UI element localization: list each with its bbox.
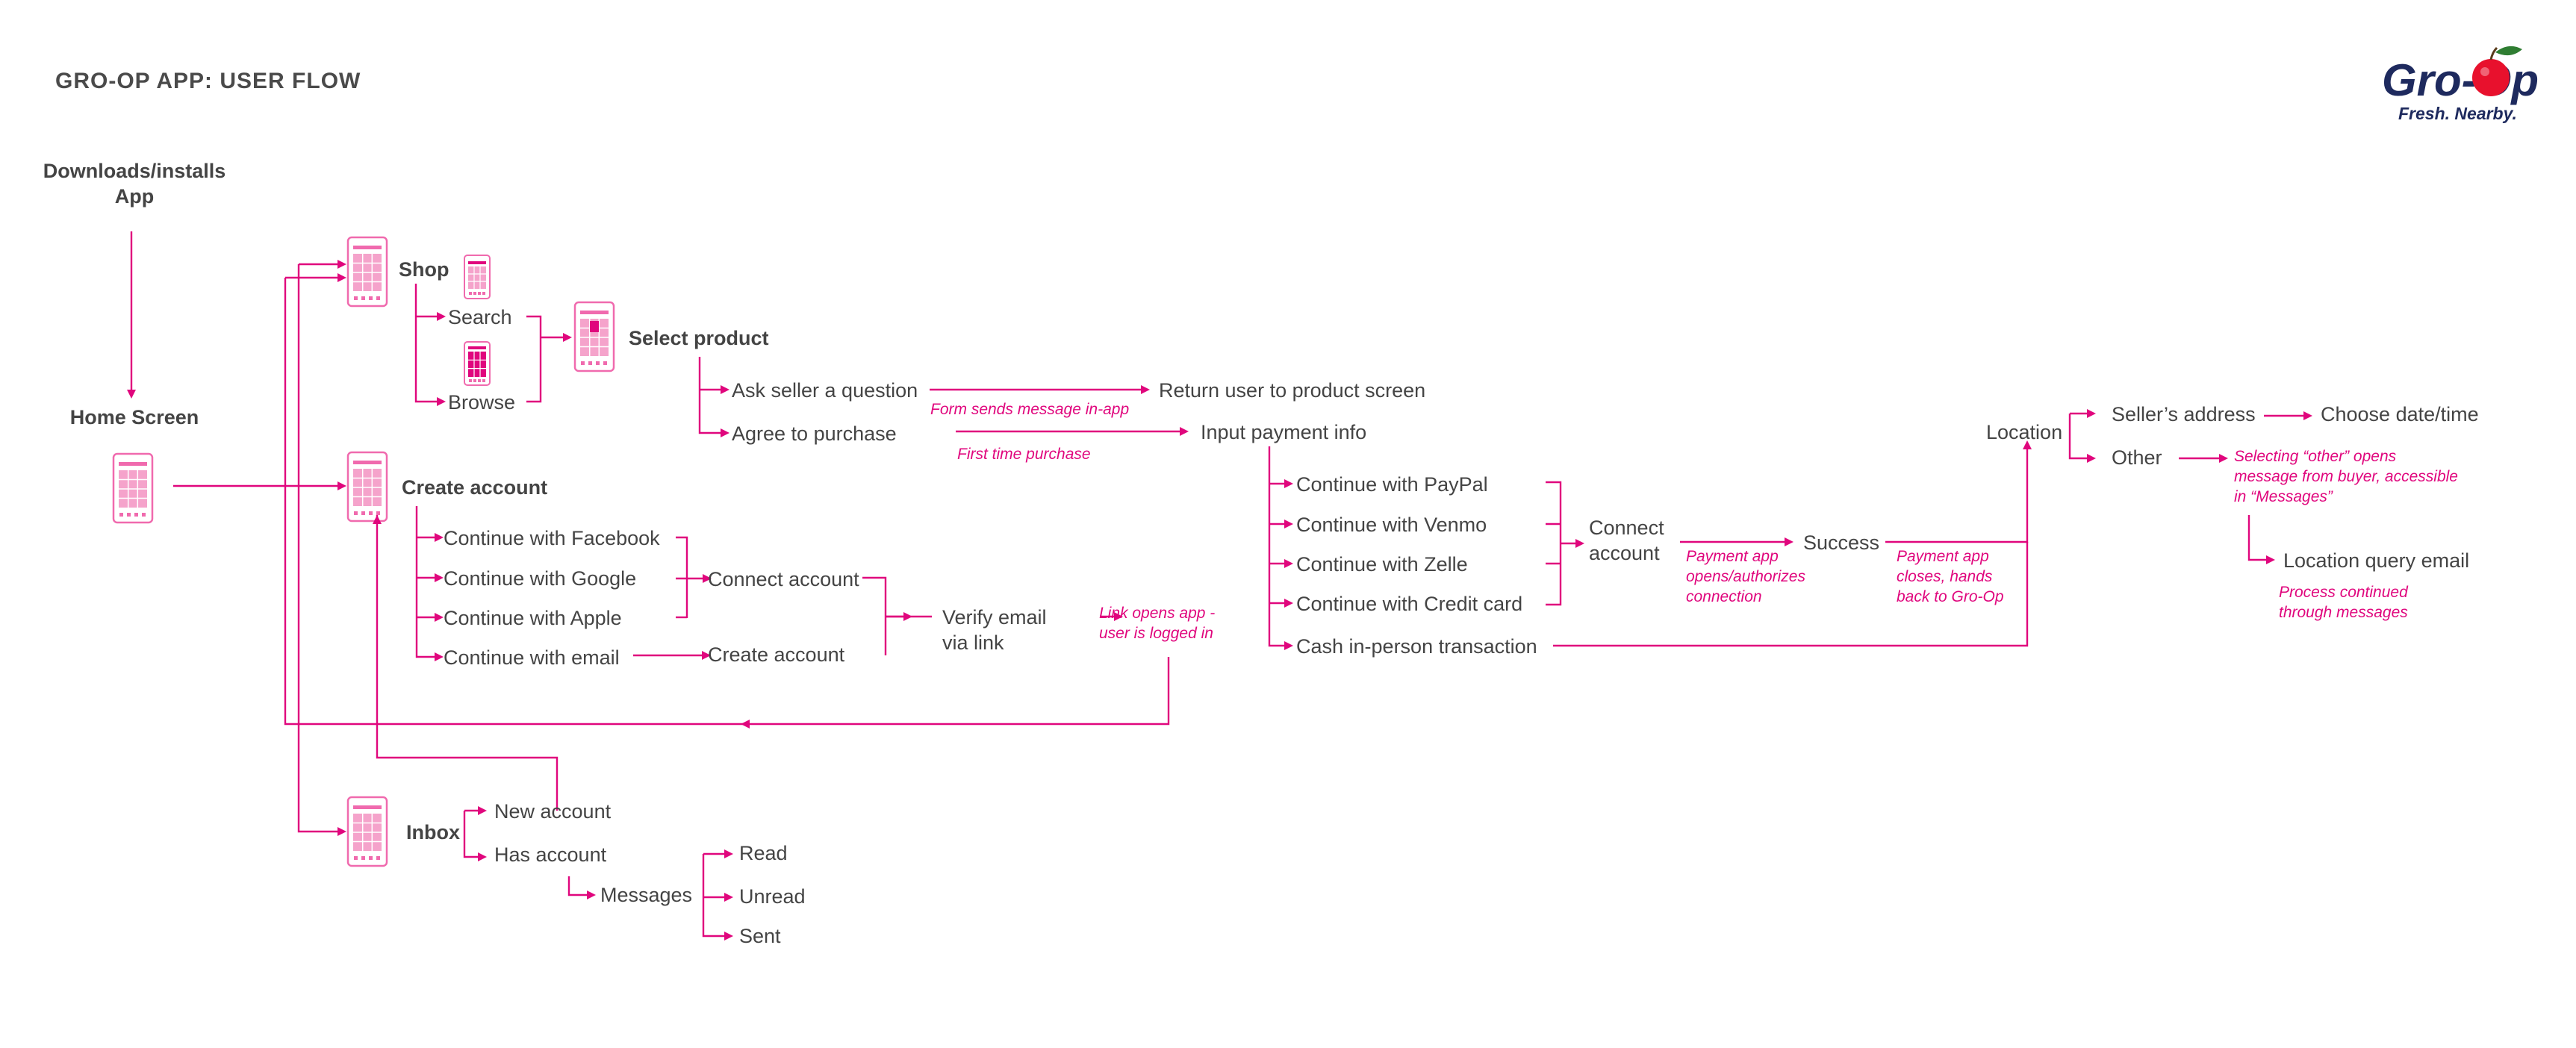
create-account-label: Create account bbox=[708, 643, 845, 666]
apple-icon bbox=[2472, 46, 2522, 96]
page-title: GRO-OP APP: USER FLOW bbox=[55, 69, 361, 93]
home-screen-phone-icon bbox=[112, 452, 154, 524]
verify-email-label: Verify email bbox=[942, 606, 1047, 629]
form-sends-note: Form sends message in-app bbox=[930, 401, 1129, 418]
credit-card-label: Continue with Credit card bbox=[1296, 593, 1522, 615]
first-time-note: First time purchase bbox=[957, 446, 1091, 463]
process-continued-note: Process continued bbox=[2279, 584, 2409, 601]
inbox-phone-icon bbox=[346, 796, 388, 867]
location-query-label: Location query email bbox=[2283, 549, 2469, 572]
google-label: Continue with Google bbox=[444, 567, 636, 590]
browse-label: Browse bbox=[448, 391, 515, 414]
return-user-label: Return user to product screen bbox=[1159, 379, 1425, 402]
sent-label: Sent bbox=[739, 925, 781, 947]
ask-seller-label: Ask seller a question bbox=[732, 379, 918, 402]
apple-label: Continue with Apple bbox=[444, 607, 622, 629]
create-account-phone-icon bbox=[346, 451, 388, 523]
connect-account-payment-label: Connect bbox=[1589, 517, 1664, 539]
selecting-other-note-3: in “Messages” bbox=[2234, 488, 2333, 505]
select-product-phone-icon bbox=[573, 301, 615, 372]
payment-closes-note-3: back to Gro-Op bbox=[1897, 588, 2004, 605]
zelle-label: Continue with Zelle bbox=[1296, 553, 1468, 576]
select-product-label: Select product bbox=[629, 327, 769, 349]
process-continued-note-2: through messages bbox=[2279, 604, 2408, 621]
paypal-label: Continue with PayPal bbox=[1296, 473, 1488, 496]
verify-email-label-2: via link bbox=[942, 631, 1004, 654]
unread-label: Unread bbox=[739, 885, 806, 908]
search-label: Search bbox=[448, 306, 512, 328]
location-label: Location bbox=[1986, 421, 2062, 443]
read-label: Read bbox=[739, 842, 788, 864]
search-phone-icon bbox=[464, 255, 491, 299]
browse-phone-icon bbox=[464, 341, 491, 386]
brand-tagline: Fresh. Nearby. bbox=[2398, 104, 2517, 123]
downloads-installs-label-2: App bbox=[115, 185, 154, 208]
payment-opens-note-3: connection bbox=[1686, 588, 1762, 605]
success-label: Success bbox=[1803, 531, 1879, 554]
choose-date-label: Choose date/time bbox=[2321, 403, 2479, 425]
venmo-label: Continue with Venmo bbox=[1296, 514, 1487, 536]
messages-label: Messages bbox=[600, 884, 692, 906]
new-account-label: New account bbox=[494, 800, 612, 823]
shop-phone-icon bbox=[346, 236, 388, 308]
facebook-label: Continue with Facebook bbox=[444, 527, 660, 549]
payment-closes-note: Payment app bbox=[1897, 548, 1989, 565]
connect-account-label: Connect account bbox=[708, 568, 859, 590]
link-opens-note-2: user is logged in bbox=[1099, 625, 1213, 642]
other-label: Other bbox=[2112, 446, 2162, 469]
flow-connectors bbox=[130, 231, 2303, 938]
downloads-installs-label: Downloads/installs bbox=[43, 160, 226, 182]
has-account-label: Has account bbox=[494, 843, 607, 866]
payment-opens-note-2: opens/authorizes bbox=[1686, 568, 1805, 585]
connect-account-payment-label-2: account bbox=[1589, 542, 1660, 564]
create-account-header-label: Create account bbox=[402, 476, 547, 499]
selecting-other-note-2: message from buyer, accessible bbox=[2234, 468, 2458, 485]
email-label: Continue with email bbox=[444, 646, 620, 669]
sellers-address-label: Seller’s address bbox=[2112, 403, 2256, 425]
flow-arrowheads bbox=[127, 260, 2312, 941]
cash-label: Cash in-person transaction bbox=[1296, 635, 1537, 658]
payment-closes-note-2: closes, hands bbox=[1897, 568, 1993, 585]
home-screen-label: Home Screen bbox=[70, 406, 199, 428]
brand-name: Gro-Op bbox=[2382, 55, 2539, 105]
brand-logo: Gro-Op Fresh. Nearby. bbox=[2382, 46, 2539, 123]
shop-label: Shop bbox=[399, 258, 449, 281]
selecting-other-note: Selecting “other” opens bbox=[2234, 448, 2397, 465]
payment-opens-note: Payment app bbox=[1686, 548, 1779, 565]
link-opens-note: Link opens app - bbox=[1099, 605, 1215, 622]
agree-purchase-label: Agree to purchase bbox=[732, 422, 897, 445]
selected-product-highlight bbox=[590, 321, 599, 332]
input-payment-label: Input payment info bbox=[1201, 421, 1366, 443]
inbox-label: Inbox bbox=[406, 821, 460, 843]
